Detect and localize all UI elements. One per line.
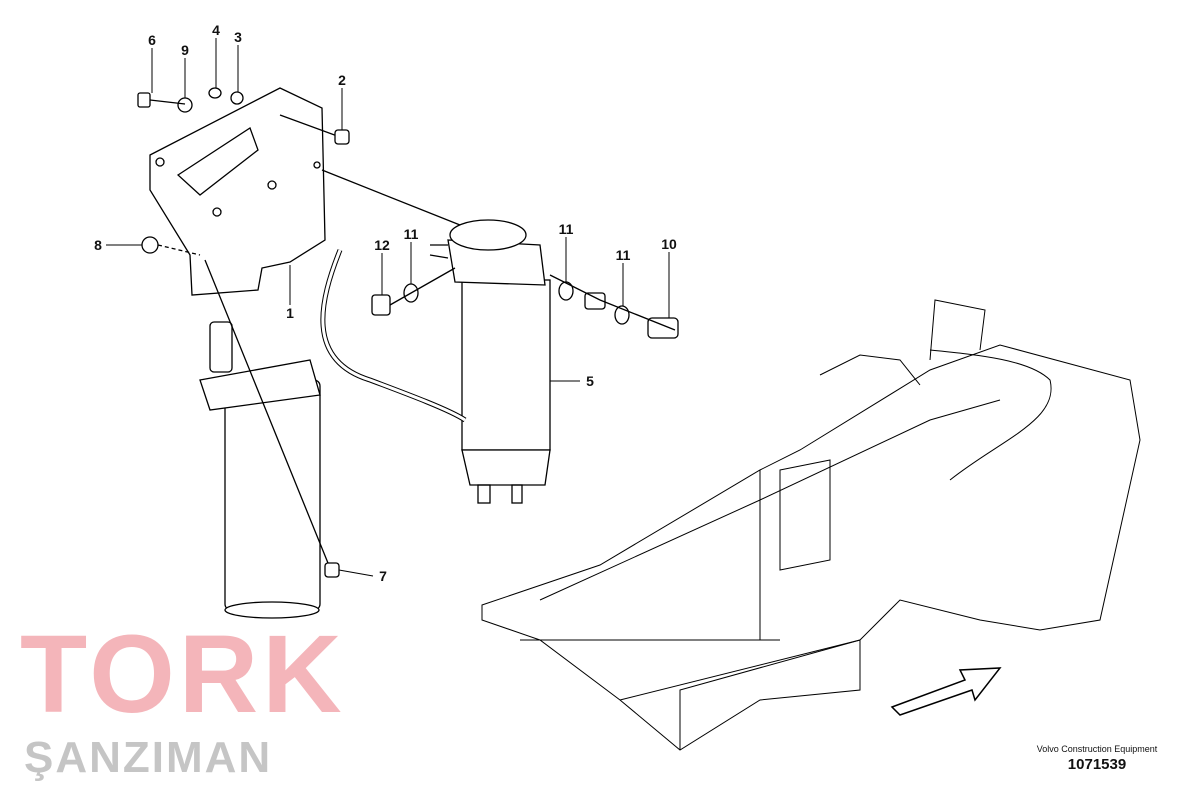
callout-12: 12 (374, 237, 390, 253)
callout-8: 8 (94, 237, 102, 253)
footer-block: Volvo Construction Equipment 1071539 (1032, 744, 1162, 773)
callout-4: 4 (212, 22, 220, 38)
callout-7: 7 (379, 568, 387, 584)
bracket-part (149, 87, 326, 296)
old-filter-part (199, 321, 321, 619)
watermark-logo: TORK (20, 613, 346, 736)
drawing-number: 1071539 (1067, 756, 1127, 773)
watermark-subtitle: ŞANZIMAN (24, 733, 273, 782)
callout-3: 3 (234, 29, 242, 45)
fittings (137, 87, 679, 578)
callout-2: 2 (338, 72, 346, 88)
leader-lines (106, 38, 670, 577)
fuel-filter-part (429, 219, 551, 504)
callout-9: 9 (181, 42, 189, 58)
callout-11b: 11 (558, 221, 574, 237)
callout-11a: 11 (403, 226, 419, 242)
machine-frame (481, 299, 1141, 751)
callout-11c: 11 (615, 247, 631, 263)
hose (320, 249, 467, 423)
callout-10: 10 (661, 236, 677, 252)
callout-6: 6 (148, 32, 156, 48)
callout-1: 1 (286, 305, 294, 321)
company-name: Volvo Construction Equipment (1036, 744, 1158, 754)
callout-5: 5 (586, 373, 594, 389)
direction-arrow-icon (890, 667, 1002, 716)
